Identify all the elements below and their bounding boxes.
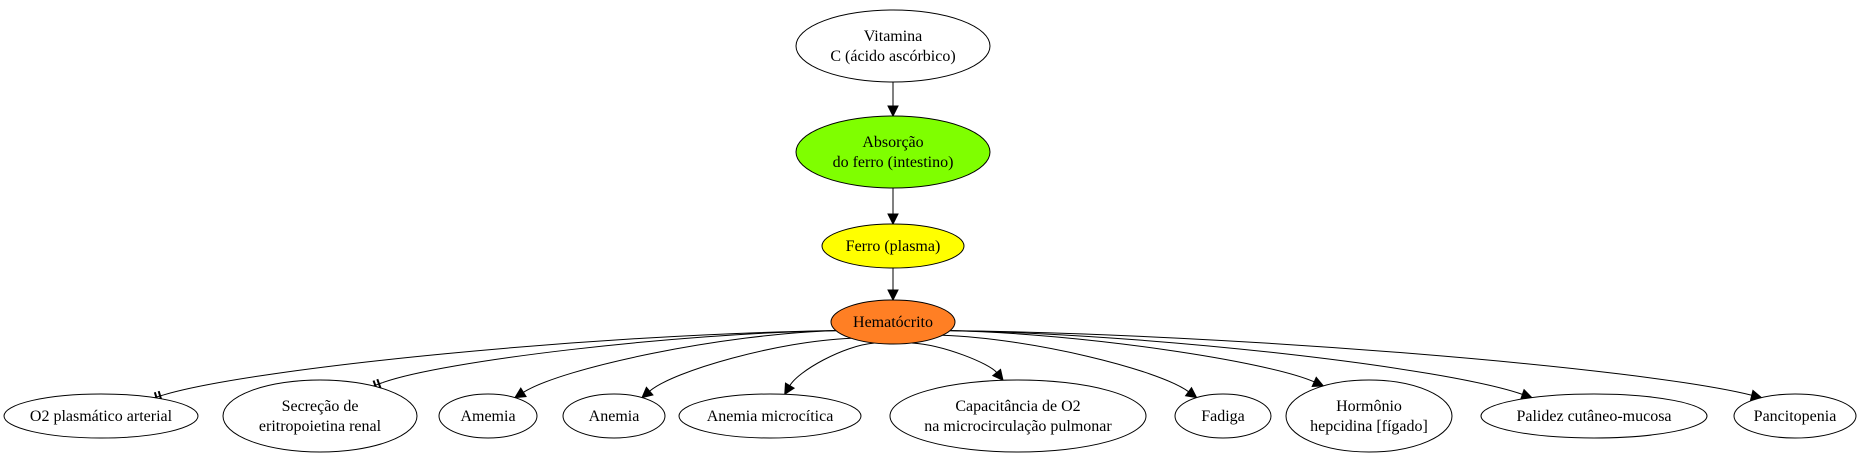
edge-hematocrito-to-capacitancia-o2 bbox=[911, 342, 1004, 382]
node-anemia: Anemia bbox=[562, 393, 666, 439]
node-label: Pancitopenia bbox=[1754, 408, 1837, 425]
edge-line bbox=[942, 334, 1189, 393]
node-label: Anemia bbox=[589, 408, 640, 425]
edge-hematocrito-to-anemia-microcitica bbox=[784, 342, 875, 396]
edge-hematocrito-to-fadiga bbox=[942, 334, 1198, 399]
edge-tail bbox=[784, 385, 791, 395]
node-ellipse bbox=[3, 393, 199, 439]
node-secrecao-eritropoietina: Secreção de eritropoietina renal bbox=[222, 379, 418, 453]
node-label: hepcidina [fígado] bbox=[1310, 418, 1428, 435]
node-label: O2 plasmático arterial bbox=[30, 408, 173, 425]
edge-tail bbox=[1314, 381, 1324, 387]
node-absorcao-ferro: Absorção do ferro (intestino) bbox=[795, 115, 991, 189]
node-anemia-microcitica: Anemia microcítica bbox=[678, 393, 862, 439]
node-label: Hematócrito bbox=[853, 314, 933, 331]
node-ellipse bbox=[889, 379, 1147, 453]
edge-line bbox=[911, 342, 998, 373]
edge-hematocrito-to-anemia bbox=[641, 337, 852, 399]
edge-line bbox=[950, 330, 1315, 383]
edge-line bbox=[382, 330, 836, 384]
node-fadiga: Fadiga bbox=[1174, 393, 1272, 439]
edge-tail bbox=[1522, 393, 1533, 399]
node-label: Amemia bbox=[460, 408, 515, 425]
edge-tail bbox=[996, 372, 1004, 381]
edges-layer bbox=[153, 82, 1763, 403]
node-label: Secreção de bbox=[282, 398, 359, 415]
node-label: C (ácido ascórbico) bbox=[830, 48, 955, 65]
node-ellipse bbox=[1285, 379, 1453, 453]
node-ellipse bbox=[830, 299, 956, 345]
node-label: eritropoietina renal bbox=[259, 418, 382, 435]
edge-line bbox=[649, 337, 852, 392]
node-label: Fadiga bbox=[1201, 408, 1245, 425]
node-label: Capacitância de O2 bbox=[955, 398, 1080, 415]
arrowhead bbox=[887, 105, 899, 118]
node-ellipse bbox=[821, 223, 965, 269]
node-amemia: Amemia bbox=[438, 393, 538, 439]
edge-absorcao-ferro-to-ferro-plasma bbox=[887, 188, 899, 226]
node-label: Palidez cutâneo-mucosa bbox=[1516, 408, 1671, 425]
edge-line bbox=[950, 330, 1523, 395]
edge-hematocrito-to-palidez bbox=[950, 330, 1533, 400]
node-label: Hormônio bbox=[1336, 398, 1402, 415]
node-ellipse bbox=[795, 9, 991, 83]
tee-mark bbox=[376, 378, 382, 389]
node-ellipse bbox=[1480, 393, 1708, 439]
node-hormonio-hepcidina: Hormônio hepcidina [fígado] bbox=[1285, 379, 1453, 453]
node-ellipse bbox=[222, 379, 418, 453]
node-label: do ferro (intestino) bbox=[833, 154, 954, 171]
node-ellipse bbox=[678, 393, 862, 439]
node-hematocrito: Hematócrito bbox=[830, 299, 956, 345]
edge-line bbox=[950, 330, 1752, 396]
node-capacitancia-o2: Capacitância de O2 na microcirculação pul… bbox=[889, 379, 1147, 453]
nodes-layer: Vitamina C (ácido ascórbico) Absorção do fe… bbox=[3, 9, 1857, 453]
node-label: na microcirculação pulmonar bbox=[924, 418, 1112, 435]
edge-vitamina-c-to-absorcao-ferro bbox=[887, 82, 899, 118]
edge-hematocrito-to-secrecao-eritropoietina bbox=[372, 330, 836, 391]
edge-tail bbox=[514, 391, 524, 399]
edge-tail bbox=[1751, 394, 1762, 399]
node-label: Ferro (plasma) bbox=[846, 238, 941, 255]
edge-ferro-plasma-to-hematocrito bbox=[887, 268, 899, 302]
arrowhead bbox=[887, 289, 899, 302]
node-ellipse bbox=[1174, 393, 1272, 439]
edge-hematocrito-to-hormonio-hepcidina bbox=[950, 330, 1325, 387]
node-ellipse bbox=[1733, 393, 1857, 439]
node-label: Anemia microcítica bbox=[707, 408, 834, 425]
edge-tail bbox=[1188, 391, 1197, 399]
node-vitamina-c: Vitamina C (ácido ascórbico) bbox=[795, 9, 991, 83]
node-ellipse bbox=[795, 115, 991, 189]
node-ellipse bbox=[438, 393, 538, 439]
arrowhead bbox=[887, 213, 899, 226]
edge-line bbox=[523, 330, 836, 393]
node-o2-plasmatico: O2 plasmático arterial bbox=[3, 393, 199, 439]
node-label: Absorção bbox=[862, 134, 923, 151]
edge-tail bbox=[641, 390, 650, 399]
node-label: Vitamina bbox=[864, 28, 923, 45]
node-ferro-plasma: Ferro (plasma) bbox=[821, 223, 965, 269]
node-pancitopenia: Pancitopenia bbox=[1733, 393, 1857, 439]
edge-line bbox=[163, 330, 836, 396]
node-ellipse bbox=[562, 393, 666, 439]
edge-hematocrito-to-amemia bbox=[514, 330, 836, 399]
node-palidez: Palidez cutâneo-mucosa bbox=[1480, 393, 1708, 439]
edge-line bbox=[789, 342, 875, 386]
